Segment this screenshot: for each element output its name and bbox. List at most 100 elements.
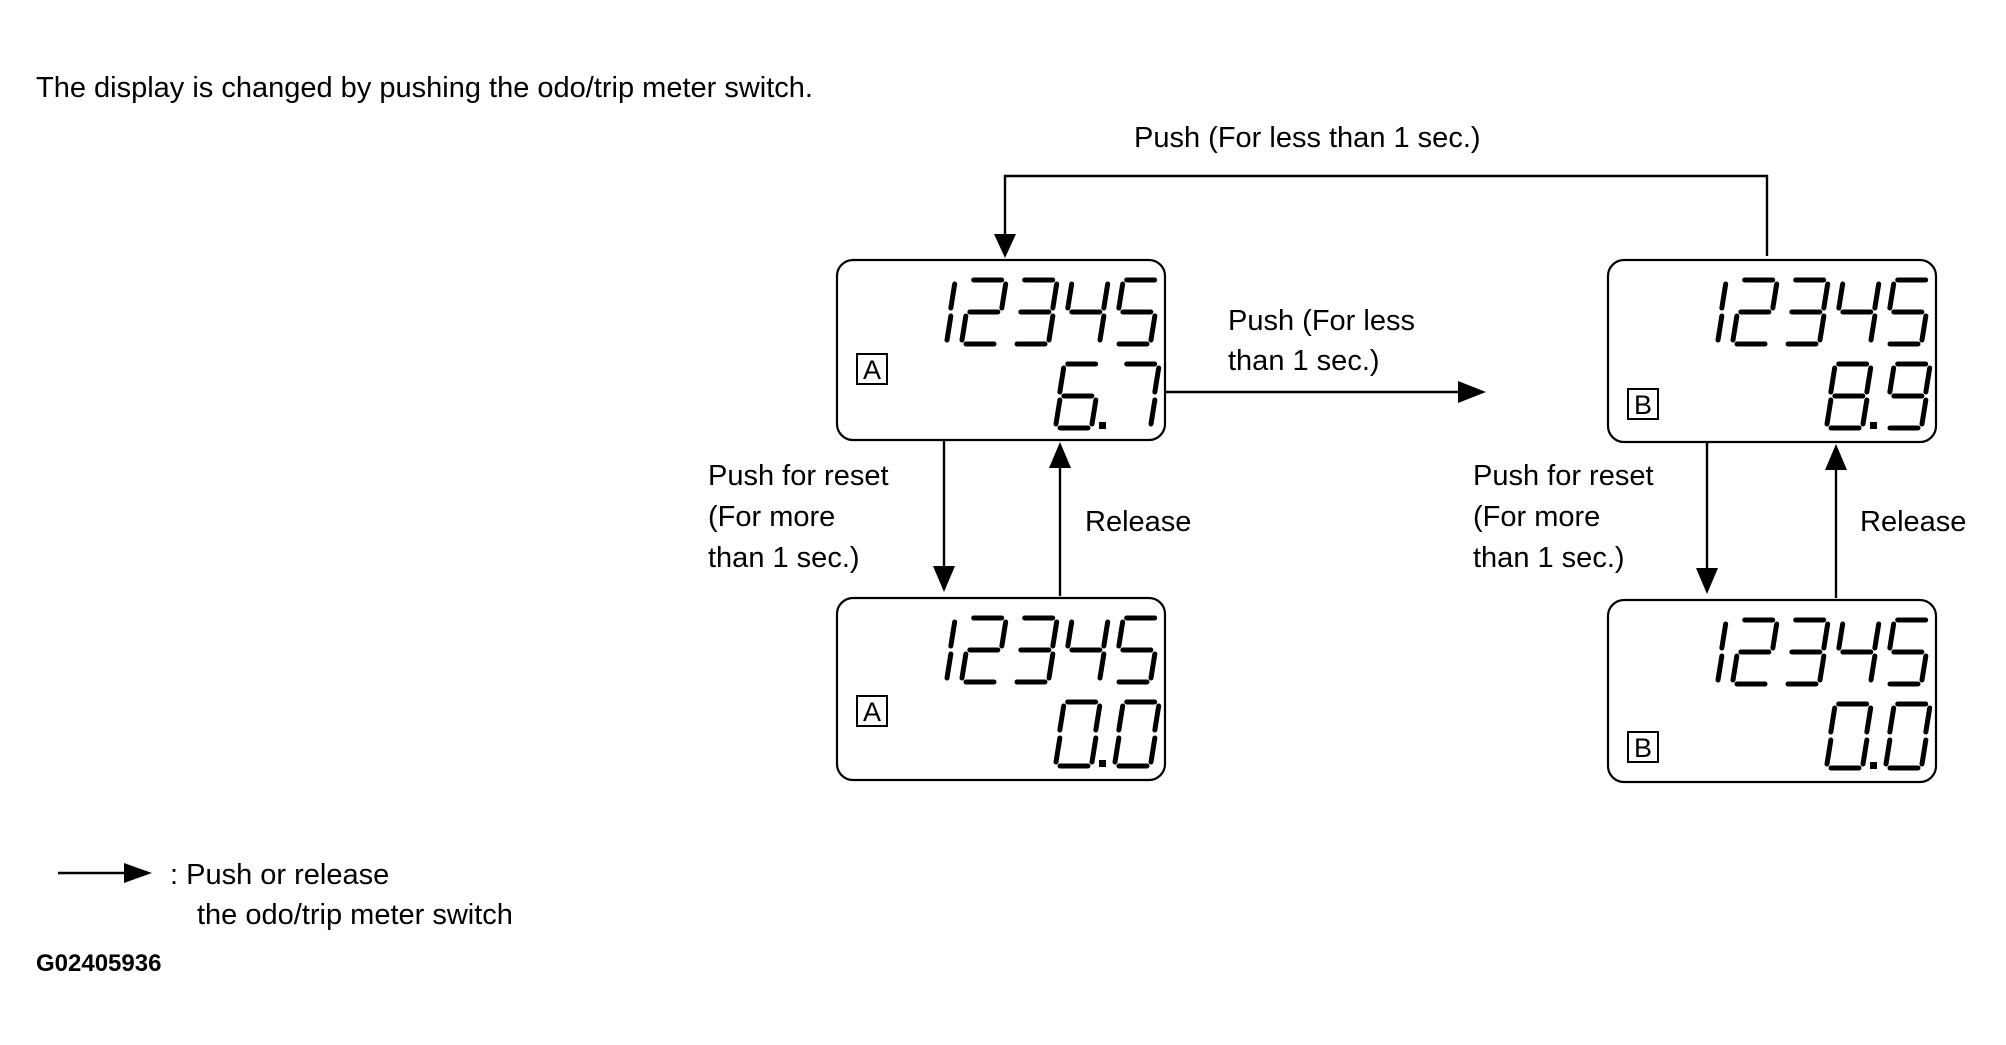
segment-c (1868, 313, 1878, 343)
lcd-frame (835, 258, 1167, 442)
legend-line1: : Push or release (170, 859, 389, 891)
odometer-value (944, 277, 1158, 347)
segment-b (1050, 619, 1060, 649)
segment-e (1883, 737, 1893, 767)
segment-c (1046, 651, 1056, 681)
segment-c (1817, 653, 1827, 683)
trip-mode-box (856, 353, 888, 385)
segment-c (1817, 313, 1827, 343)
segment-b (1101, 619, 1111, 649)
segment-c (1860, 397, 1870, 427)
lcd-digit-2 (959, 615, 1009, 685)
lcd-display-trip-b-reset: B (1606, 598, 1938, 784)
segment-f (1887, 365, 1897, 395)
segment-b (1101, 281, 1111, 311)
segment-e (1824, 737, 1834, 767)
segment-b (1923, 705, 1933, 735)
lcd-digit-2 (959, 277, 1009, 347)
segment-c (944, 651, 954, 681)
mid-push-label-line1: Push (For less (1228, 305, 1415, 337)
lcd-digit-7 (1124, 361, 1162, 427)
decimal-point (1099, 422, 1106, 429)
segment-f (1116, 703, 1126, 733)
segment-f (1836, 281, 1846, 311)
lcd-digit-3 (1014, 277, 1060, 347)
segment-f (1057, 703, 1067, 733)
lcd-digit-3 (1014, 615, 1060, 685)
legend-arrow-icon (58, 863, 152, 883)
segment-c (1089, 735, 1099, 765)
right-reset-arrow (1696, 442, 1718, 594)
segment-e (1053, 735, 1063, 765)
odometer-value (1715, 277, 1929, 347)
top-push-label: Push (For less than 1 sec.) (1134, 122, 1481, 154)
right-release-arrow (1825, 444, 1847, 598)
segment-b (1872, 621, 1882, 651)
right-reset-label-line2: (For more (1473, 501, 1600, 533)
right-release-label: Release (1860, 506, 1966, 538)
lcd-digit-5 (1887, 617, 1929, 687)
segment-c (1919, 313, 1929, 343)
segment-f (1828, 705, 1838, 735)
segment-b (1152, 703, 1162, 733)
lcd-digit-3 (1785, 277, 1831, 347)
segment-f (1065, 281, 1075, 311)
figure-id: G02405936 (36, 950, 161, 977)
segment-e (1824, 397, 1834, 427)
left-reset-label-line2: (For more (708, 501, 835, 533)
legend-line2: the odo/trip meter switch (197, 899, 513, 931)
segment-b (1923, 365, 1933, 395)
lcd-digit-4 (1836, 621, 1882, 683)
segment-c (1148, 313, 1158, 343)
segment-b (999, 619, 1009, 649)
segment-c (1860, 737, 1870, 767)
segment-c (1097, 651, 1107, 681)
odometer-value (944, 615, 1158, 685)
lcd-digit-5 (1116, 615, 1158, 685)
segment-e (959, 313, 969, 343)
lcd-digit-0 (1824, 701, 1874, 771)
lcd-digit-9 (1887, 361, 1933, 431)
segment-f (1887, 621, 1897, 651)
segment-b (948, 281, 958, 311)
segment-c (1046, 313, 1056, 343)
lcd-display-trip-a: A (835, 258, 1167, 442)
segment-f (1116, 619, 1126, 649)
trip-mode-box (1627, 388, 1659, 420)
trip-mode-letter: B (1634, 733, 1652, 763)
segment-b (1093, 703, 1103, 733)
segment-b (1864, 705, 1874, 735)
lcd-digit-1 (944, 619, 958, 681)
decimal-point (1870, 422, 1877, 429)
lcd-digit-5 (1116, 277, 1158, 347)
lcd-digit-0 (1053, 699, 1103, 769)
segment-f (1116, 281, 1126, 311)
segment-f (1887, 281, 1897, 311)
right-reset-label-line1: Push for reset (1473, 460, 1654, 492)
lcd-digit-4 (1836, 281, 1882, 343)
trip-mode-box (856, 695, 888, 727)
segment-e (1112, 735, 1122, 765)
lcd-display-trip-b: B (1606, 258, 1938, 444)
lcd-digit-1 (1715, 621, 1729, 683)
mid-push-label-line2: than 1 sec.) (1228, 345, 1380, 377)
segment-c (1148, 651, 1158, 681)
segment-f (1065, 619, 1075, 649)
segment-b (1770, 281, 1780, 311)
segment-c (1148, 735, 1158, 765)
segment-c (1919, 397, 1929, 427)
segment-b (1050, 281, 1060, 311)
left-release-arrow (1049, 442, 1071, 596)
lcd-digit-6 (1053, 361, 1099, 431)
segment-b (1864, 365, 1874, 395)
right-reset-label-line3: than 1 sec.) (1473, 542, 1625, 574)
trip-mode-box (1627, 731, 1659, 763)
segment-c (1715, 653, 1725, 683)
left-reset-label-line1: Push for reset (708, 460, 889, 492)
lcd-digit-2 (1730, 617, 1780, 687)
segment-b (1719, 281, 1729, 311)
trip-value (1053, 699, 1162, 769)
segment-c (1097, 313, 1107, 343)
lcd-digit-2 (1730, 277, 1780, 347)
segment-c (1868, 653, 1878, 683)
